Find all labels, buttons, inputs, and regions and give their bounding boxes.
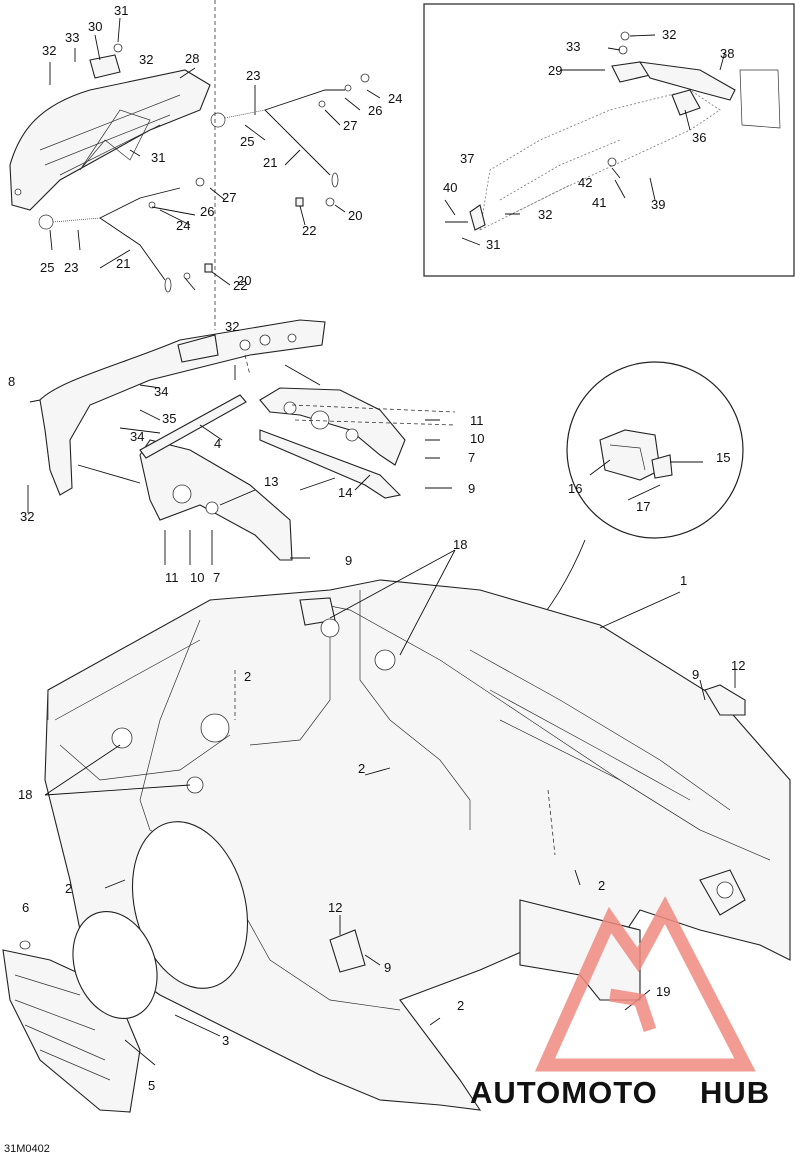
callout-20: 20 bbox=[237, 273, 251, 288]
callout-27: 27 bbox=[222, 190, 236, 205]
callout-28: 28 bbox=[185, 51, 199, 66]
callout-16: 16 bbox=[568, 481, 582, 496]
callout-31: 31 bbox=[151, 150, 165, 165]
callout-18: 18 bbox=[18, 787, 32, 802]
callout-18: 18 bbox=[453, 537, 467, 552]
callout-32: 32 bbox=[662, 27, 676, 42]
callout-19: 19 bbox=[656, 984, 670, 999]
callout-37: 37 bbox=[460, 151, 474, 166]
callout-21: 21 bbox=[116, 256, 130, 271]
callout-27: 27 bbox=[343, 118, 357, 133]
callout-9: 9 bbox=[692, 667, 699, 682]
callout-35: 35 bbox=[162, 411, 176, 426]
callout-1: 1 bbox=[680, 573, 687, 588]
callout-11: 11 bbox=[470, 413, 484, 428]
side-rail-assembly bbox=[39, 319, 456, 561]
callout-23: 23 bbox=[246, 68, 260, 83]
callout-25: 25 bbox=[240, 134, 254, 149]
callout-40: 40 bbox=[443, 180, 457, 195]
callout-10: 10 bbox=[190, 570, 204, 585]
callout-33: 33 bbox=[65, 30, 79, 45]
callout-39: 39 bbox=[651, 197, 665, 212]
detail-inset-box bbox=[423, 3, 795, 277]
callout-8: 8 bbox=[8, 374, 15, 389]
callout-29: 29 bbox=[548, 63, 562, 78]
callout-32: 32 bbox=[20, 509, 34, 524]
leader-lines bbox=[27, 17, 736, 1066]
callout-34: 34 bbox=[130, 429, 144, 444]
callout-17: 17 bbox=[636, 499, 650, 514]
callout-9: 9 bbox=[345, 553, 352, 568]
main-body-pan bbox=[2, 579, 791, 1113]
callout-22: 22 bbox=[302, 223, 316, 238]
callout-38: 38 bbox=[720, 46, 734, 61]
callout-24: 24 bbox=[388, 91, 402, 106]
callout-9: 9 bbox=[468, 481, 475, 496]
callout-7: 7 bbox=[213, 570, 220, 585]
callout-36: 36 bbox=[692, 130, 706, 145]
callout-15: 15 bbox=[716, 450, 730, 465]
callout-2: 2 bbox=[358, 761, 365, 776]
callout-5: 5 bbox=[148, 1078, 155, 1093]
callout-21: 21 bbox=[263, 155, 277, 170]
callout-10: 10 bbox=[470, 431, 484, 446]
callout-4: 4 bbox=[214, 436, 221, 451]
rear-bumper-assembly bbox=[9, 0, 216, 330]
callout-32: 32 bbox=[42, 43, 56, 58]
detail-circle bbox=[224, 361, 744, 741]
callout-24: 24 bbox=[176, 218, 190, 233]
callout-12: 12 bbox=[731, 658, 745, 673]
callout-31: 31 bbox=[114, 3, 128, 18]
callout-3: 3 bbox=[222, 1033, 229, 1048]
callout-41: 41 bbox=[592, 195, 606, 210]
callout-32: 32 bbox=[139, 52, 153, 67]
callout-33: 33 bbox=[566, 39, 580, 54]
callout-2: 2 bbox=[457, 998, 464, 1013]
tether-cable-upper bbox=[210, 73, 370, 207]
callout-23: 23 bbox=[64, 260, 78, 275]
callout-34: 34 bbox=[154, 384, 168, 399]
callout-20: 20 bbox=[348, 208, 362, 223]
callout-12: 12 bbox=[328, 900, 342, 915]
callout-30: 30 bbox=[88, 19, 102, 34]
callout-11: 11 bbox=[165, 570, 179, 585]
drawing-code: 31M0402 bbox=[4, 1143, 50, 1155]
callout-26: 26 bbox=[200, 204, 214, 219]
watermark-logo-icon bbox=[534, 896, 756, 1072]
callout-7: 7 bbox=[468, 450, 475, 465]
callout-13: 13 bbox=[264, 474, 278, 489]
callout-14: 14 bbox=[338, 485, 352, 500]
callout-2: 2 bbox=[65, 881, 72, 896]
callout-42: 42 bbox=[578, 175, 592, 190]
callout-2: 2 bbox=[244, 669, 251, 684]
callout-6: 6 bbox=[22, 900, 29, 915]
callout-26: 26 bbox=[368, 103, 382, 118]
callout-32: 32 bbox=[538, 207, 552, 222]
callout-22: 22 bbox=[233, 278, 247, 293]
callout-32: 32 bbox=[225, 319, 239, 334]
tether-cable-lower bbox=[38, 177, 213, 293]
callout-9: 9 bbox=[384, 960, 391, 975]
callout-2: 2 bbox=[598, 878, 605, 893]
watermark-text-2: HUB bbox=[700, 1075, 770, 1110]
callout-31: 31 bbox=[486, 237, 500, 252]
watermark-text-1: AUTOMOTO bbox=[470, 1075, 658, 1110]
callout-25: 25 bbox=[40, 260, 54, 275]
